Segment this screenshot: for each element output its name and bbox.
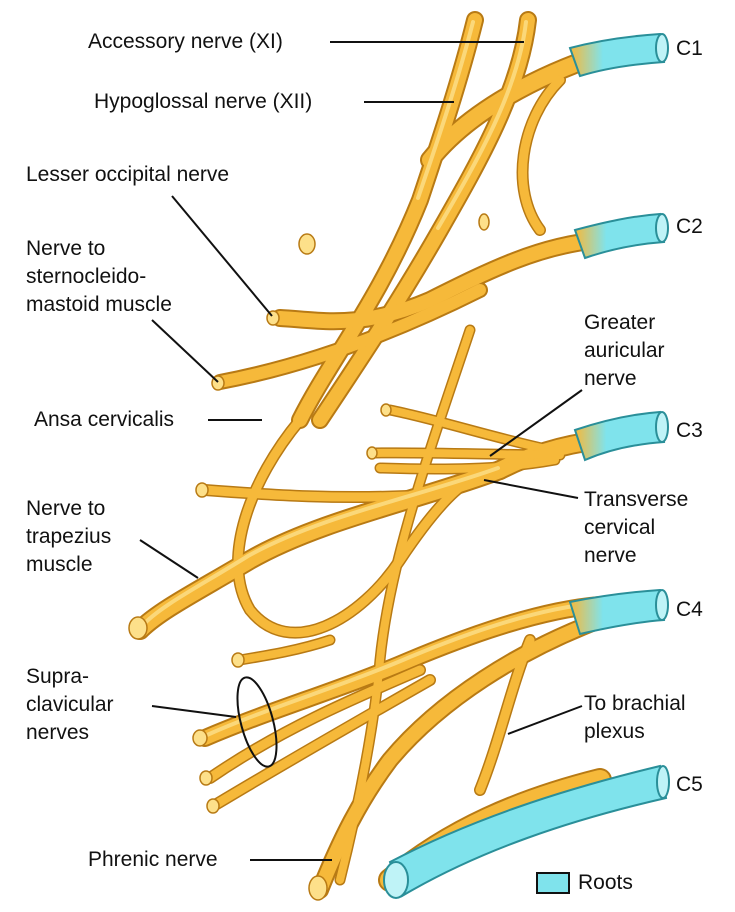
label-root-c1: C1: [676, 36, 703, 62]
stump-lesser-occipital-top: [299, 234, 315, 254]
stump-supraclavicular-3: [207, 799, 219, 813]
label-scm-line3: mastoid muscle: [26, 292, 172, 318]
legend-roots-swatch: [536, 872, 570, 894]
leader-brachial: [508, 706, 582, 734]
leader-scm: [152, 320, 218, 382]
stump-c1-branch: [479, 214, 489, 230]
stump-c4-left: [232, 653, 244, 667]
root-c2: [575, 214, 664, 258]
leader-lesser-occipital: [172, 196, 272, 316]
label-trap-line3: muscle: [26, 552, 93, 578]
root-c1-end: [656, 34, 668, 62]
label-trap-line1: Nerve to: [26, 496, 105, 522]
label-root-c5: C5: [676, 772, 703, 798]
label-brachial-line2: plexus: [584, 719, 645, 745]
legend-roots-label: Roots: [578, 870, 633, 896]
stump-phrenic: [309, 876, 327, 900]
root-c4-end: [656, 590, 668, 620]
label-supra-line3: nerves: [26, 720, 89, 746]
root-c3: [575, 412, 664, 460]
label-transverse-line2: cervical: [584, 515, 655, 541]
stump-greater-auricular-2: [367, 447, 377, 459]
leader-supraclavicular: [152, 706, 236, 717]
root-c5-end: [657, 766, 669, 798]
label-supra-line2: clavicular: [26, 692, 114, 718]
label-hypoglossal-nerve: Hypoglossal nerve (XII): [94, 89, 312, 115]
stump-supraclavicular-2: [200, 771, 212, 785]
label-greater-line1: Greater: [584, 310, 655, 336]
stump-greater-auricular-1: [381, 404, 391, 416]
label-greater-line3: nerve: [584, 366, 637, 392]
label-scm-line2: sternocleido-: [26, 264, 146, 290]
label-root-c3: C3: [676, 418, 703, 444]
stump-trapezius: [129, 617, 147, 639]
label-root-c2: C2: [676, 214, 703, 240]
root-c3-end: [656, 412, 668, 442]
label-root-c4: C4: [676, 597, 703, 623]
root-c5-stump: [384, 862, 408, 898]
leader-transverse: [484, 480, 578, 498]
label-transverse-line3: nerve: [584, 543, 637, 569]
leader-trapezius: [140, 540, 198, 578]
root-c2-end: [656, 214, 668, 242]
label-transverse-line1: Transverse: [584, 487, 688, 513]
root-c4: [570, 590, 664, 634]
label-brachial-line1: To brachial: [584, 691, 686, 717]
root-c1: [570, 34, 664, 76]
label-lesser-occipital: Lesser occipital nerve: [26, 162, 229, 188]
label-supra-line1: Supra-: [26, 664, 89, 690]
label-phrenic-nerve: Phrenic nerve: [88, 847, 218, 873]
stump-trapezius-small: [196, 483, 208, 497]
label-trap-line2: trapezius: [26, 524, 111, 550]
label-ansa-cervicalis: Ansa cervicalis: [34, 407, 174, 433]
stump-supraclavicular-1: [193, 730, 207, 746]
label-greater-line2: auricular: [584, 338, 665, 364]
label-scm-line1: Nerve to: [26, 236, 105, 262]
label-accessory-nerve: Accessory nerve (XI): [88, 29, 283, 55]
